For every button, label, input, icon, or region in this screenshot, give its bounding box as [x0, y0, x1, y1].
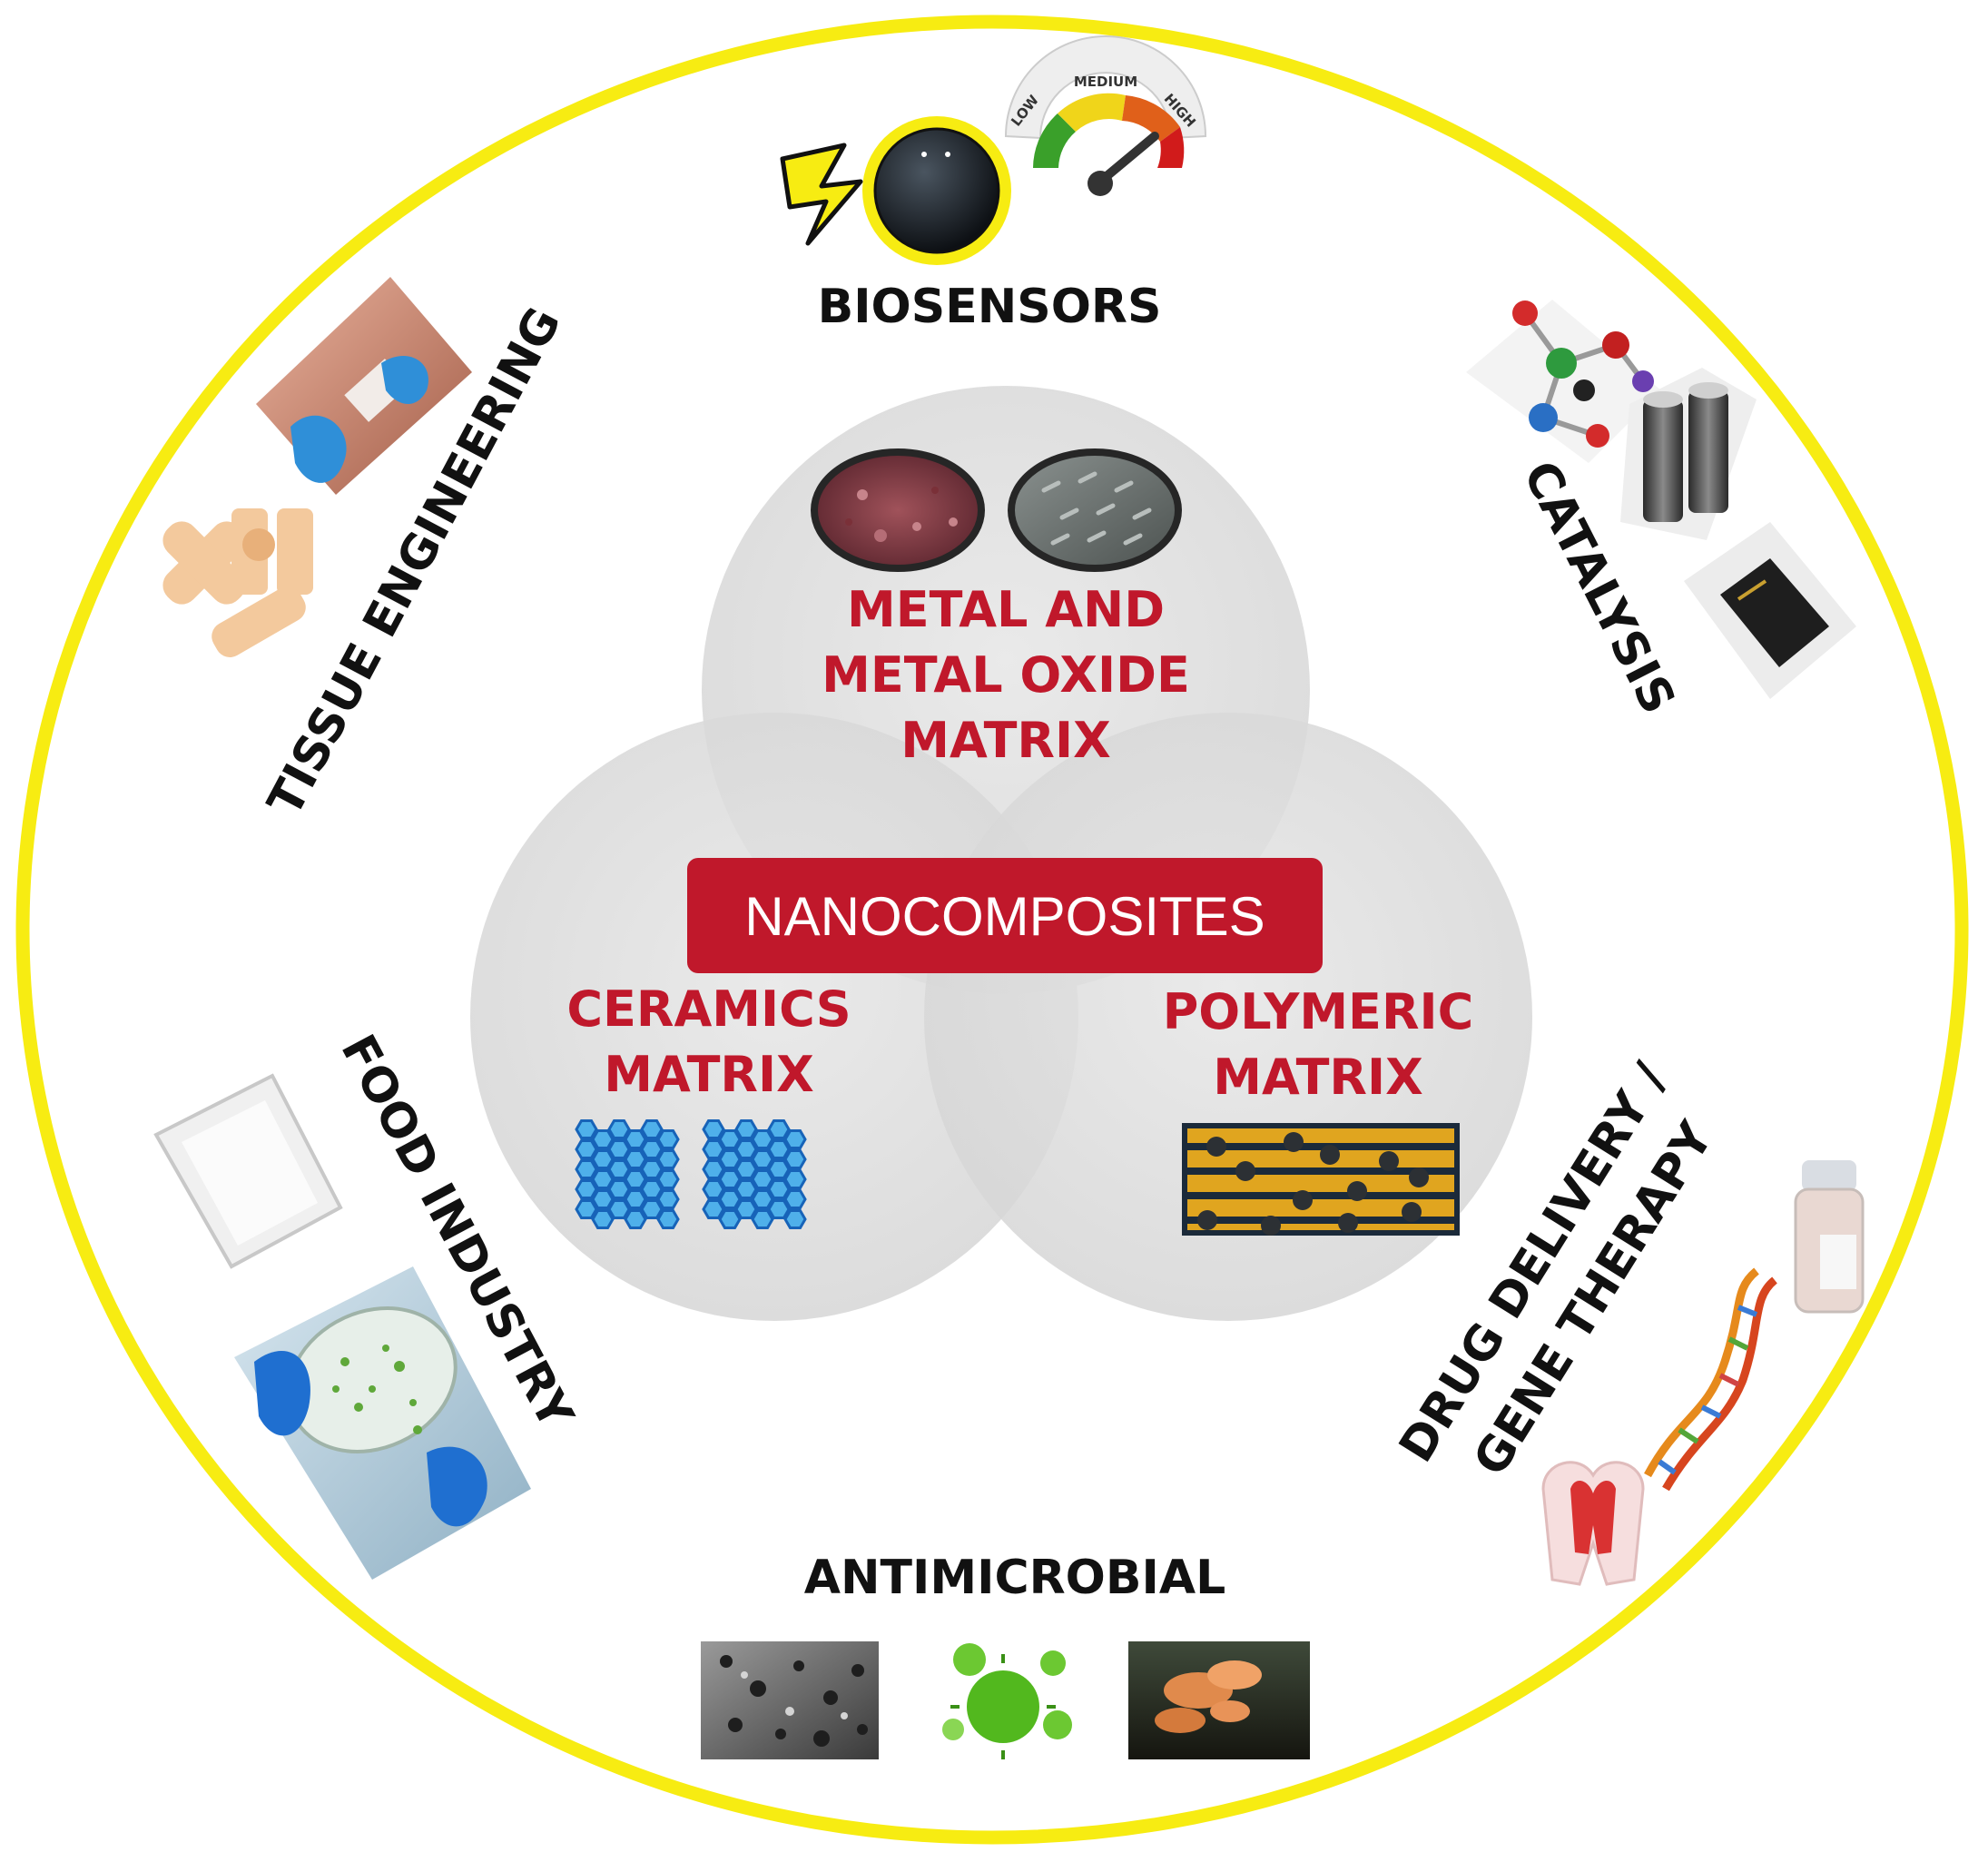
- hexagon-cell: [702, 1159, 725, 1179]
- hexagon-cell: [607, 1139, 631, 1159]
- hexagon-cell: [624, 1129, 647, 1149]
- hexagon-cell: [656, 1189, 680, 1209]
- battery-cells-icon: [1620, 368, 1757, 540]
- hexagon-cell: [751, 1169, 774, 1189]
- hexagon-cell: [734, 1199, 758, 1219]
- hexagon-cell: [734, 1139, 758, 1159]
- molecule-model-icon: [1466, 300, 1661, 463]
- hexagon-cell: [591, 1129, 615, 1149]
- ceramics-matrix-line2: MATRIX: [604, 1046, 813, 1103]
- hexagon-cell: [624, 1149, 647, 1169]
- biosensors-section: LOW MEDIUM HIGH BIOSENSORS: [780, 35, 1207, 334]
- hexagon-cell: [656, 1129, 680, 1149]
- metal-matrix-line1: METAL AND: [847, 581, 1165, 638]
- hexagon-cell: [624, 1189, 647, 1209]
- hexagon-cell: [734, 1179, 758, 1199]
- metal-matrix-line3: MATRIX: [901, 712, 1110, 769]
- hexagon-cell: [702, 1179, 725, 1199]
- hexagon-cell: [575, 1139, 598, 1159]
- hexagon-cell: [656, 1149, 680, 1169]
- hexagon-cell: [783, 1209, 807, 1229]
- hexagon-cell: [591, 1209, 615, 1229]
- hexagon-cell: [783, 1149, 807, 1169]
- hexagon-cell: [640, 1159, 664, 1179]
- hexagon-cell: [767, 1199, 791, 1219]
- hexagon-cell: [718, 1169, 742, 1189]
- hexagon-cell: [575, 1179, 598, 1199]
- hexagon-cell: [607, 1179, 631, 1199]
- polymeric-matrix-line2: MATRIX: [1213, 1049, 1422, 1106]
- hexagon-cell: [783, 1189, 807, 1209]
- antimicrobial-section: ANTIMICROBIAL: [701, 1551, 1310, 1759]
- virus-particles-icon: [926, 1641, 1080, 1759]
- diamond-plate-disc-icon: [1008, 448, 1182, 572]
- hexagon-cell: [575, 1199, 598, 1219]
- hexagon-cell: [718, 1129, 742, 1149]
- food-pouch-icon: [153, 1073, 343, 1269]
- biosensors-label: BIOSENSORS: [818, 280, 1162, 334]
- hexagon-cell: [640, 1179, 664, 1199]
- hexagon-cell: [767, 1179, 791, 1199]
- petri-dish-photo-icon: [234, 1266, 531, 1580]
- tooth-icon: [1541, 1461, 1645, 1586]
- hexagon-cell: [767, 1159, 791, 1179]
- hexagon-cell: [640, 1199, 664, 1219]
- hexagon-cell: [575, 1119, 598, 1139]
- antimicrobial-label: ANTIMICROBIAL: [804, 1551, 1225, 1605]
- hexagon-cell: [734, 1119, 758, 1139]
- hexagon-cell: [702, 1139, 725, 1159]
- hexagon-cell: [751, 1149, 774, 1169]
- hexagon-cell: [702, 1119, 725, 1139]
- hexagon-cell: [751, 1129, 774, 1149]
- rust-texture-disc-icon: [811, 448, 985, 572]
- hexagon-cell: [607, 1199, 631, 1219]
- hexagon-cell: [640, 1119, 664, 1139]
- ceramics-matrix-line1: CERAMICS: [566, 980, 851, 1038]
- hexagon-lattice-icon: [575, 1119, 807, 1229]
- hexagon-cell: [624, 1169, 647, 1189]
- hexagon-cell: [718, 1149, 742, 1169]
- hexagon-cell: [718, 1189, 742, 1209]
- polymeric-matrix-line1: POLYMERIC: [1163, 983, 1474, 1040]
- hexagon-cell: [783, 1129, 807, 1149]
- hexagon-cell: [591, 1189, 615, 1209]
- polymer-chains-icon: [1182, 1123, 1460, 1236]
- lightning-bolt-icon: [780, 143, 863, 246]
- battery-pack-icon: [1684, 522, 1856, 699]
- center-title: NANOCOMPOSITES: [744, 886, 1265, 947]
- gauge-medium-label: MEDIUM: [1074, 74, 1137, 90]
- hexagon-cell: [751, 1209, 774, 1229]
- skin-patch-photo-icon: [256, 277, 472, 495]
- hexagon-cell: [783, 1169, 807, 1189]
- hexagon-cell: [640, 1139, 664, 1159]
- hexagon-cell: [767, 1139, 791, 1159]
- bandages-icon: [162, 508, 313, 657]
- hexagon-cell: [767, 1119, 791, 1139]
- vial-icon: [1794, 1160, 1865, 1314]
- dna-helix-icon: [1644, 1267, 1778, 1492]
- hexagon-cell: [656, 1209, 680, 1229]
- hexagon-cell: [656, 1169, 680, 1189]
- hexagon-cell: [718, 1209, 742, 1229]
- micrograph-photo-icon: [701, 1641, 879, 1759]
- center-title-box: NANOCOMPOSITES: [687, 858, 1323, 973]
- hexagon-cell: [591, 1169, 615, 1189]
- sensor-sphere-icon: [862, 116, 1011, 265]
- hexagon-cell: [734, 1159, 758, 1179]
- mushroom-photo-icon: [1128, 1641, 1310, 1759]
- gauge-icon: LOW MEDIUM HIGH: [1004, 35, 1207, 196]
- hexagon-cell: [607, 1119, 631, 1139]
- hexagon-cell: [624, 1209, 647, 1229]
- hexagon-cell: [591, 1149, 615, 1169]
- metal-matrix-line2: METAL OXIDE: [822, 646, 1190, 704]
- hexagon-cell: [607, 1159, 631, 1179]
- hexagon-cell: [702, 1199, 725, 1219]
- hexagon-cell: [751, 1189, 774, 1209]
- hexagon-cell: [575, 1159, 598, 1179]
